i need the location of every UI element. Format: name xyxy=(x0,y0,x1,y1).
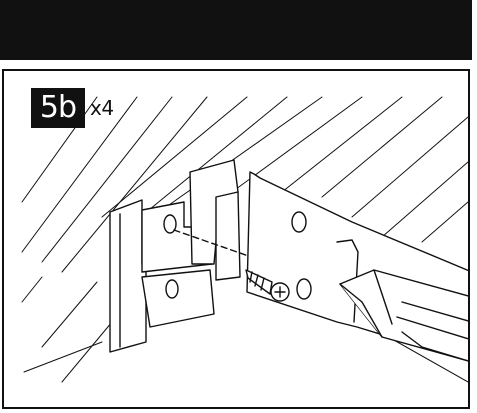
alignment-guide xyxy=(173,229,261,261)
page-edge xyxy=(472,0,477,413)
corner-bracket xyxy=(109,159,241,353)
screwdriver xyxy=(339,269,468,362)
header-gap xyxy=(0,60,472,69)
step-number-badge: 5b xyxy=(31,88,85,128)
header-bar xyxy=(0,0,472,60)
assembly-illustration xyxy=(21,96,468,383)
illustration-panel xyxy=(2,69,470,409)
quantity-label: x4 xyxy=(90,96,114,120)
screw xyxy=(245,269,290,302)
